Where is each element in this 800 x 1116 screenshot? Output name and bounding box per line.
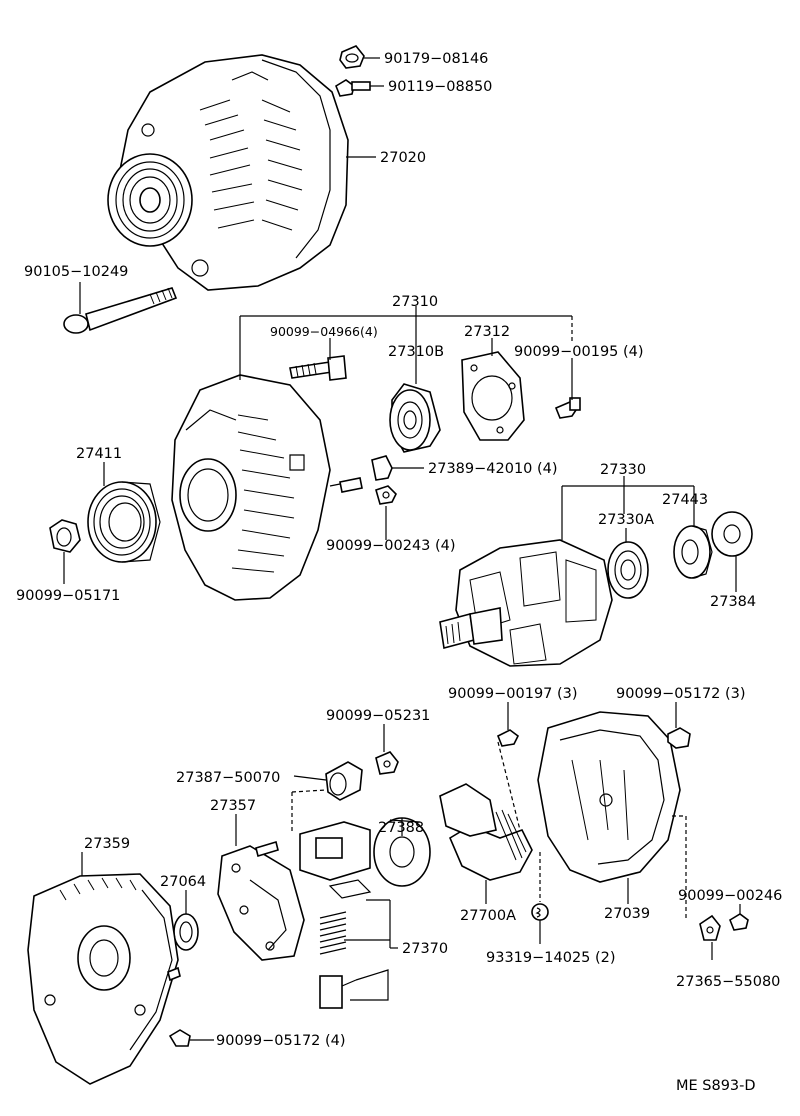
label-90099-05231: 90099−05231 bbox=[326, 708, 430, 724]
label-27365-55080: 27365−55080 bbox=[676, 974, 780, 990]
label-90099-04966: 90099−04966(4) bbox=[270, 324, 378, 339]
label-90099-05172-3: 90099−05172 (3) bbox=[616, 686, 746, 702]
stud-27389 bbox=[329, 455, 393, 493]
bearing-27330A bbox=[607, 541, 649, 599]
label-90099-05171: 90099−05171 bbox=[16, 588, 120, 604]
label-27357: 27357 bbox=[210, 798, 256, 814]
cover-27443 bbox=[673, 525, 713, 579]
label-27443: 27443 bbox=[662, 492, 708, 508]
rectifier-27357 bbox=[217, 840, 305, 961]
label-27389-42010: 27389−42010 (4) bbox=[428, 461, 558, 477]
alternator-assembly-27020 bbox=[107, 54, 349, 291]
diagram-code: ME S893-D bbox=[676, 1078, 756, 1094]
label-27330: 27330 bbox=[600, 462, 646, 478]
label-93319-14025: 93319−14025 (2) bbox=[486, 950, 616, 966]
pulley-27411 bbox=[87, 481, 161, 563]
screw-90099-04966 bbox=[289, 355, 347, 381]
label-90179-08146: 90179−08146 bbox=[384, 51, 488, 67]
washer-27384 bbox=[711, 511, 753, 557]
screw-93319 bbox=[531, 903, 549, 921]
label-27310B: 27310B bbox=[388, 344, 444, 360]
nut-90179 bbox=[339, 45, 365, 69]
leader-lines bbox=[63, 57, 741, 1041]
label-27064: 27064 bbox=[160, 874, 206, 890]
label-27039: 27039 bbox=[604, 906, 650, 922]
bearing-27310B bbox=[389, 383, 441, 453]
screw-90099-00246 bbox=[729, 913, 749, 931]
regulator-27700A bbox=[439, 783, 533, 881]
label-27312: 27312 bbox=[464, 324, 510, 340]
label-27310: 27310 bbox=[392, 294, 438, 310]
label-27387-50070: 27387−50070 bbox=[176, 770, 280, 786]
label-90099-05172-4: 90099−05172 (4) bbox=[216, 1033, 346, 1049]
label-90119-08850: 90119−08850 bbox=[388, 79, 492, 95]
label-90099-00246: 90099−00246 bbox=[678, 888, 782, 904]
nut-90099-05172-bottom bbox=[168, 1029, 191, 1047]
screw-90099-00195 bbox=[554, 397, 581, 419]
rear-cover-27039 bbox=[537, 711, 681, 883]
label-90099-00195: 90099−00195 (4) bbox=[514, 344, 644, 360]
bolt-90119 bbox=[335, 79, 371, 97]
label-27020: 27020 bbox=[380, 150, 426, 166]
terminal-27365 bbox=[699, 914, 721, 941]
nut-90099-00243 bbox=[375, 485, 397, 505]
label-27700A: 27700A bbox=[460, 908, 516, 924]
through-bolt-90105 bbox=[63, 287, 178, 334]
label-27411: 27411 bbox=[76, 446, 122, 462]
label-90099-00197: 90099−00197 (3) bbox=[448, 686, 578, 702]
nut-90099-05171 bbox=[49, 519, 81, 553]
rear-frame-27359 bbox=[27, 873, 181, 1085]
retainer-plate-27312 bbox=[461, 351, 525, 441]
screw-90099-00197 bbox=[496, 729, 520, 747]
label-27384: 27384 bbox=[710, 594, 756, 610]
brush-holder-27370 bbox=[299, 821, 372, 1009]
nut-90099-05172-top bbox=[667, 727, 691, 749]
insulator-27387 bbox=[325, 761, 363, 801]
nut-90099-05231 bbox=[375, 751, 399, 775]
label-27370: 27370 bbox=[402, 941, 448, 957]
drive-end-frame-27310 bbox=[171, 374, 331, 601]
label-90105-10249: 90105−10249 bbox=[24, 264, 128, 280]
label-27330A: 27330A bbox=[598, 512, 654, 528]
part-labels: 90179−08146 90119−08850 27020 90105−1024… bbox=[16, 51, 782, 1094]
rotor-27330 bbox=[439, 539, 613, 667]
label-27388: 27388 bbox=[378, 820, 424, 836]
label-90099-00243: 90099−00243 (4) bbox=[326, 538, 456, 554]
label-27359: 27359 bbox=[84, 836, 130, 852]
washer-27064 bbox=[173, 913, 199, 951]
